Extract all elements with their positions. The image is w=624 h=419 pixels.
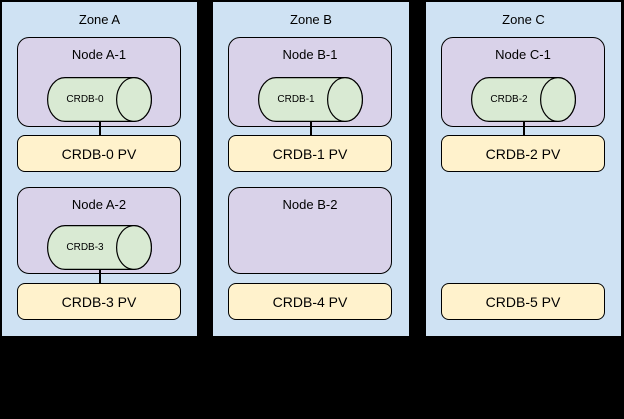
crdb-5-pv-label: CRDB-5 PV <box>485 293 561 310</box>
crdb-0-pv-label: CRDB-0 PV <box>61 145 137 162</box>
zone-c-box: Zone C Node C-1 CRDB-2 CRDB-2 PV CRDB-5 … <box>425 1 622 337</box>
crdb-3-pod-cylinder: CRDB-3 <box>47 225 152 270</box>
crdb-1-pv-box: CRDB-1 PV <box>228 135 392 172</box>
zone-b-box: Zone B Node B-1 CRDB-1 CRDB-1 PV Node B-… <box>212 1 410 337</box>
node-b2-label: Node B-2 <box>282 197 338 212</box>
crdb-1-pod-label: CRDB-1 <box>277 94 315 105</box>
crdb-2-pv-label: CRDB-2 PV <box>485 145 561 162</box>
crdb-4-pv-label: CRDB-4 PV <box>272 293 348 310</box>
crdb-2-pv-box: CRDB-2 PV <box>441 135 605 172</box>
crdb-0-pv-box: CRDB-0 PV <box>17 135 181 172</box>
node-b2-box: Node B-2 <box>228 187 392 274</box>
crdb-1-pod-cylinder: CRDB-1 <box>258 77 363 122</box>
zone-a-label: Zone A <box>78 12 121 27</box>
node-a2-label: Node A-2 <box>71 197 127 212</box>
crdb-3-pv-label: CRDB-3 PV <box>61 293 137 310</box>
crdb-3-pv-box: CRDB-3 PV <box>17 283 181 320</box>
connector-crdb1-to-pv <box>310 122 312 135</box>
crdb-0-pod-cylinder: CRDB-0 <box>47 77 152 122</box>
zone-a-box: Zone A Node A-1 CRDB-0 CRDB-0 PV Node A-… <box>1 1 198 337</box>
node-c1-label: Node C-1 <box>495 47 551 62</box>
crdb-3-pod-label: CRDB-3 <box>66 242 104 253</box>
zone-b-label: Zone B <box>290 12 332 27</box>
crdb-1-pv-label: CRDB-1 PV <box>272 145 348 162</box>
connector-crdb0-to-pv <box>99 122 101 135</box>
connector-crdb2-to-pv <box>523 122 525 135</box>
crdb-0-pod-label: CRDB-0 <box>66 94 104 105</box>
zone-c-label: Zone C <box>502 12 545 27</box>
crdb-4-pv-box: CRDB-4 PV <box>228 283 392 320</box>
cylinder-icon <box>258 77 363 122</box>
connector-crdb3-to-pv <box>99 270 101 283</box>
node-b1-label: Node B-1 <box>282 47 338 62</box>
cylinder-icon <box>471 77 576 122</box>
crdb-5-pv-box: CRDB-5 PV <box>441 283 605 320</box>
cylinder-icon <box>47 77 152 122</box>
crdb-2-pod-label: CRDB-2 <box>490 94 528 105</box>
cylinder-icon <box>47 225 152 270</box>
node-a1-label: Node A-1 <box>71 47 127 62</box>
crdb-2-pod-cylinder: CRDB-2 <box>471 77 576 122</box>
